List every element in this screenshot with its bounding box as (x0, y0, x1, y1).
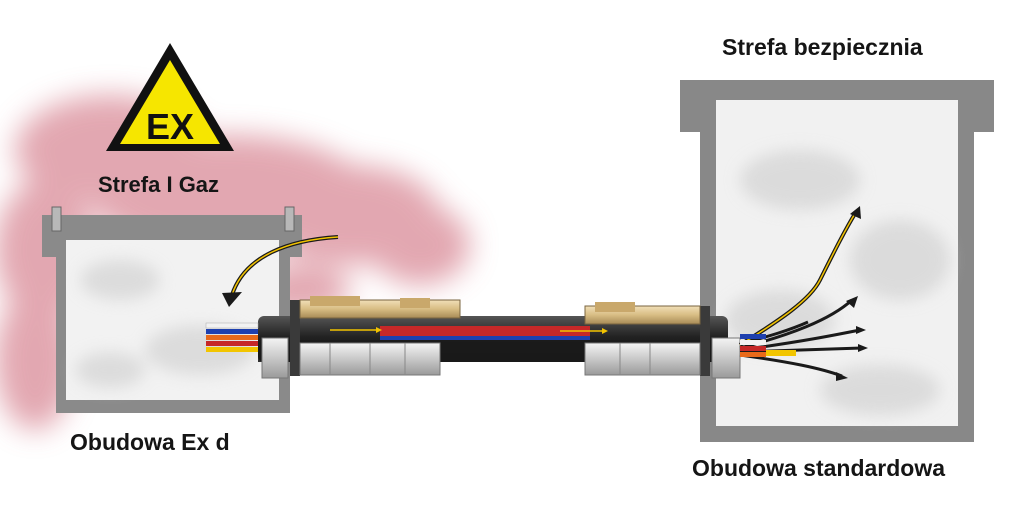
cable-marking-arrow (602, 328, 608, 334)
flow-arrow (222, 235, 339, 307)
safe-zone-label: Strefa bezpiecznia (722, 34, 923, 60)
ex-hazard-triangle-icon: EX (106, 43, 234, 151)
lid-bolt (284, 206, 295, 232)
cable-marking-arrow (376, 327, 382, 333)
cable-gland-right (584, 302, 741, 379)
ex-sign-text: EX (146, 106, 194, 147)
cable-cores-right (738, 206, 868, 381)
ex-d-enclosure-label: Obudowa Ex d (70, 429, 230, 455)
hazardous-zone-label: Strefa I Gaz (98, 172, 220, 197)
standard-enclosure (680, 80, 994, 442)
cable-cores-left (205, 322, 259, 352)
cable-gland-left (261, 296, 461, 379)
ex-d-enclosure (42, 206, 302, 413)
standard-enclosure-label: Obudowa standardowa (692, 455, 946, 481)
lid-bolt (51, 206, 62, 232)
